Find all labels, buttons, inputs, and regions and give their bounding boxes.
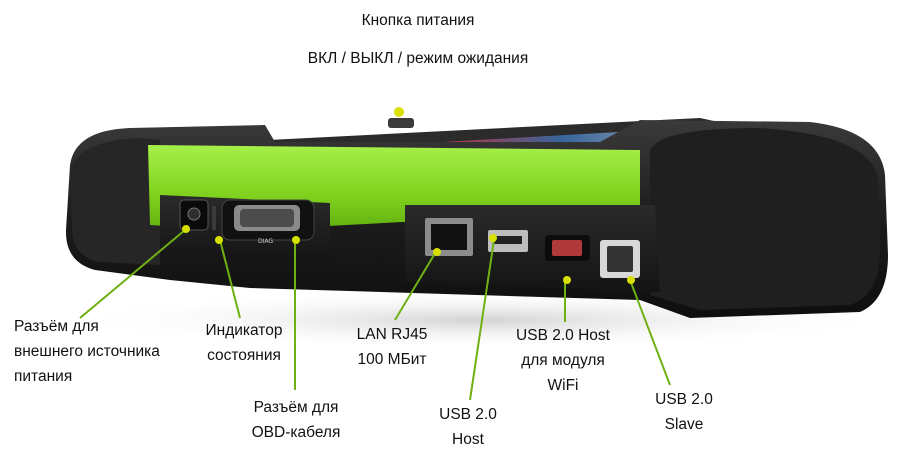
marker-lan bbox=[433, 248, 441, 256]
marker-usb-wifi bbox=[563, 276, 571, 284]
label-line: 100 МБит bbox=[357, 351, 427, 368]
leader-external-power bbox=[79, 229, 186, 319]
label-line: LAN RJ45 bbox=[356, 326, 428, 343]
marker-dots bbox=[182, 107, 635, 284]
marker-usb-host bbox=[489, 234, 497, 242]
marker-usb-slave bbox=[627, 276, 635, 284]
label-line: состояния bbox=[207, 347, 281, 364]
label-line: Разъём для bbox=[14, 318, 99, 335]
obd-port-text: DIAG bbox=[258, 238, 273, 245]
marker-obd bbox=[292, 236, 300, 244]
leader-usb-host bbox=[469, 239, 495, 401]
label-line: Индикатор bbox=[205, 322, 283, 339]
dc-jack-hole bbox=[187, 207, 201, 221]
label-line: USB 2.0 Host bbox=[516, 327, 610, 344]
label-status-indicator: Индикатор состояния bbox=[206, 318, 283, 368]
label-line: Кнопка питания bbox=[361, 12, 475, 29]
usb-wifi-dongle bbox=[552, 240, 582, 256]
label-external-power: Разъём для внешнего источника питания bbox=[14, 314, 160, 389]
label-line: ВКЛ / ВЫКЛ / режим ожидания bbox=[307, 50, 529, 67]
label-lan: LAN RJ45 100 МБит bbox=[357, 322, 428, 372]
left-bumper bbox=[70, 138, 160, 265]
label-line: Slave bbox=[664, 416, 704, 433]
label-usb-slave: USB 2.0 Slave bbox=[655, 387, 713, 437]
marker-external-power bbox=[182, 225, 190, 233]
label-line: Разъём для bbox=[253, 399, 339, 416]
label-line: WiFi bbox=[547, 377, 579, 394]
label-line: питания bbox=[14, 368, 73, 385]
usb-slave-opening bbox=[607, 246, 633, 272]
label-line: внешнего источника bbox=[14, 343, 160, 360]
marker-status-indicator bbox=[215, 236, 223, 244]
label-line: USB 2.0 bbox=[439, 406, 497, 423]
marker-power bbox=[394, 107, 404, 117]
leader-lines bbox=[79, 229, 671, 401]
label-usb-host-wifi: USB 2.0 Host для модуля WiFi bbox=[516, 323, 610, 398]
label-usb-host: USB 2.0 Host bbox=[439, 402, 497, 452]
label-power-button: Кнопка питания ВКЛ / ВЫКЛ / режим ожидан… bbox=[308, 8, 528, 71]
label-line: для модуля bbox=[521, 352, 605, 369]
label-line: OBD-кабеля bbox=[251, 424, 341, 441]
right-bumper bbox=[650, 128, 880, 310]
leader-usb-slave bbox=[629, 279, 671, 386]
power-button bbox=[388, 118, 414, 128]
label-line: Host bbox=[452, 431, 484, 448]
label-line: USB 2.0 bbox=[655, 391, 713, 408]
usb-host-tongue bbox=[494, 236, 522, 244]
leader-lan bbox=[394, 249, 438, 321]
leader-status-indicator bbox=[219, 239, 241, 319]
label-obd-connector: Разъём для OBD-кабеля bbox=[252, 395, 341, 445]
status-led bbox=[212, 206, 216, 230]
obd-connector-pins bbox=[240, 209, 294, 227]
lan-port-opening bbox=[431, 224, 467, 250]
